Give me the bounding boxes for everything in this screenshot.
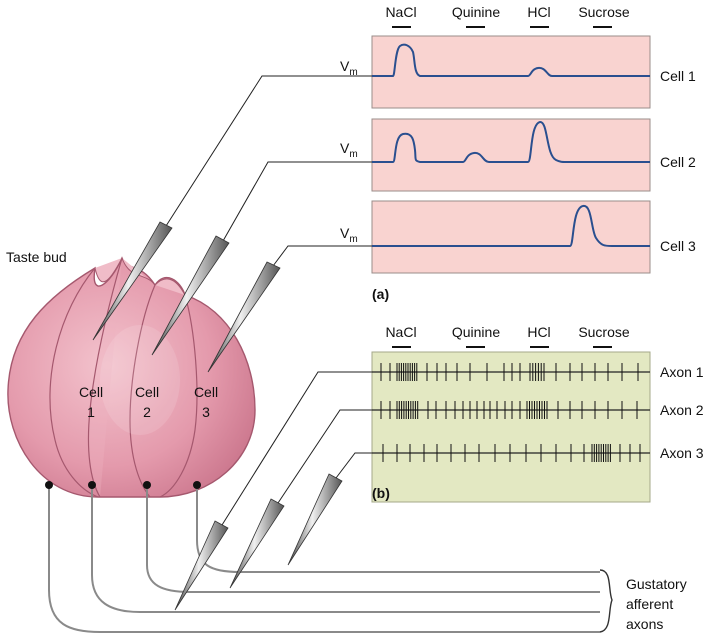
- spike-stimulus-label-hcl: HCl: [527, 324, 550, 340]
- wire-axon-1: [221, 371, 372, 526]
- vm-label-cell-3: Vm: [340, 225, 358, 245]
- taste-bud: Taste bud Cell 1 Cell 2 Cell 3: [6, 249, 256, 498]
- axon-3-spike-train: [382, 444, 641, 462]
- afferent-axon-1: [48, 485, 600, 633]
- panel-b-label: (b): [372, 485, 390, 501]
- stimulus-label-sucrose: Sucrose: [578, 4, 630, 20]
- axon-2-label: Axon 2: [660, 402, 704, 418]
- vm-label-cell-2: Vm: [340, 140, 358, 160]
- cell-1-name: Cell: [79, 384, 103, 400]
- cell-3-label: Cell 3: [660, 238, 696, 254]
- afferent-axon-2: [91, 485, 600, 613]
- electrodes: [92, 221, 343, 611]
- wire-axon-3: [335, 452, 372, 479]
- axon-2-spike-train: [380, 401, 638, 419]
- axon-terminal-dot: [88, 481, 96, 489]
- wire-cell-1: [165, 75, 372, 227]
- recording-wires: [165, 75, 372, 526]
- electrode-cell-3: [207, 261, 281, 373]
- cell-1-label: Cell 1: [660, 68, 696, 84]
- afferent-axon-3: [146, 485, 600, 593]
- spike-stimulus-label-sucrose: Sucrose: [578, 324, 630, 340]
- electrode-cell-2: [151, 235, 230, 356]
- cell-2-name: Cell: [135, 384, 159, 400]
- panel-b: NaCl Quinine HCl Sucrose Axon 1 Axon 2 A…: [371, 324, 704, 503]
- cell-1-membrane-trace: [372, 43, 650, 77]
- cell-2-trace-panel: [371, 118, 651, 192]
- electrode-axon-2: [229, 498, 285, 589]
- stimulus-label-quinine: Quinine: [452, 4, 500, 20]
- electrode-cell-1: [92, 221, 173, 341]
- cell-1-number: 1: [87, 404, 95, 420]
- panel-b-stimulus-header: NaCl Quinine HCl Sucrose: [385, 324, 630, 348]
- gustatory-label-line-3: axons: [626, 616, 663, 632]
- axon-1-spike-train: [380, 363, 639, 381]
- cell-3-name: Cell: [194, 384, 218, 400]
- cell-3-body: [159, 294, 198, 498]
- spike-stimulus-label-quinine: Quinine: [452, 324, 500, 340]
- taste-bud-title: Taste bud: [6, 249, 67, 265]
- axon-terminal-dot: [143, 481, 151, 489]
- panel-a-label: (a): [372, 286, 389, 302]
- stimulus-label-hcl: HCl: [527, 4, 550, 20]
- axon-terminal-dot: [45, 481, 53, 489]
- electrode-axon-1: [174, 520, 229, 611]
- axon-3-label: Axon 3: [660, 445, 704, 461]
- cell-3-trace-panel: [371, 200, 651, 274]
- gustatory-label-line-1: Gustatory: [626, 576, 687, 592]
- spike-train-panel: [371, 351, 651, 503]
- cell-2-label: Cell 2: [660, 154, 696, 170]
- axon-1-label: Axon 1: [660, 364, 704, 380]
- gustatory-label-line-2: afferent: [626, 596, 673, 612]
- spike-stimulus-label-nacl: NaCl: [385, 324, 416, 340]
- axon-terminal-dot: [193, 481, 201, 489]
- cell-2-membrane-trace: [372, 121, 650, 163]
- electrode-axon-3: [287, 473, 343, 566]
- cell-3-membrane-trace: [372, 205, 650, 247]
- panel-a-stimulus-header: NaCl Quinine HCl Sucrose: [385, 4, 630, 28]
- vm-label-cell-1: Vm: [340, 58, 358, 78]
- stimulus-label-nacl: NaCl: [385, 4, 416, 20]
- cell-2-number: 2: [143, 404, 151, 420]
- gustatory-brace: [599, 569, 613, 633]
- cell-1-trace-panel: [371, 35, 651, 109]
- wire-cell-3: [272, 245, 372, 267]
- panel-a: NaCl Quinine HCl Sucrose Vm Vm Vm: [340, 4, 696, 302]
- cell-1-body: [87, 257, 123, 498]
- wire-cell-2: [222, 161, 372, 242]
- cell-3-number: 3: [202, 404, 210, 420]
- wire-axon-2: [277, 409, 372, 504]
- cell-2-body: [129, 284, 156, 498]
